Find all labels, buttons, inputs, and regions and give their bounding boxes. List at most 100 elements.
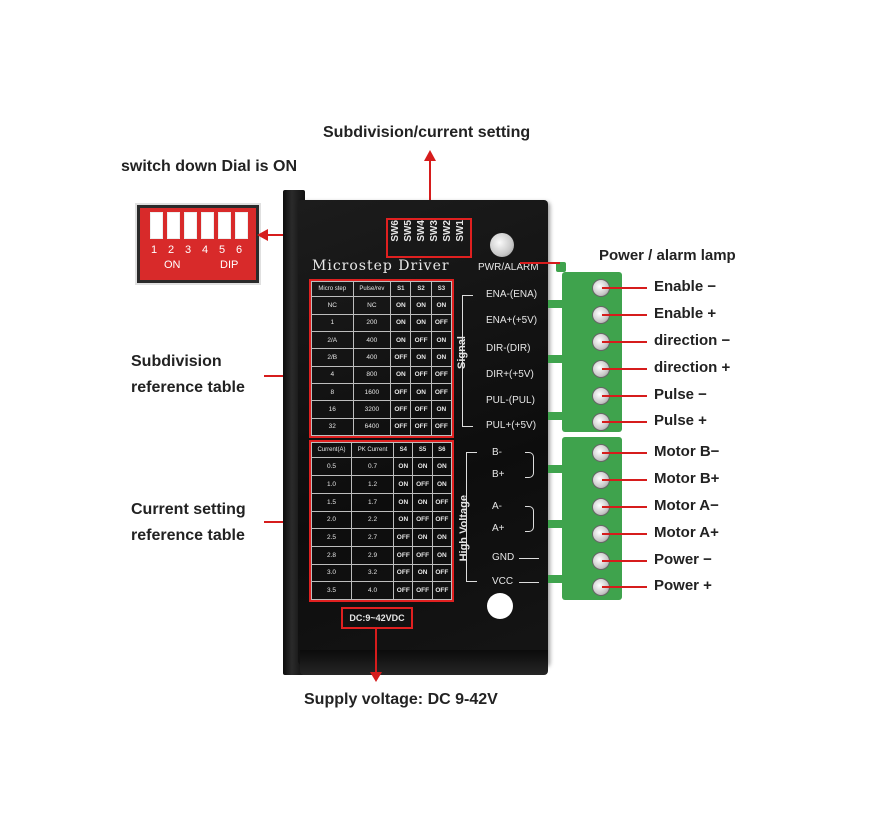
table-row: 2/B 400 OFF ON ON bbox=[311, 348, 453, 367]
voltage-badge: DC:9~42VDC bbox=[341, 607, 413, 629]
table-row: 2.0 2.2 ON OFF OFF bbox=[311, 510, 453, 530]
table-cell: ON bbox=[412, 492, 433, 512]
current-label-line1: Current setting bbox=[131, 501, 246, 518]
terminal-label-pulse-plus: Pulse + bbox=[654, 412, 707, 429]
table-row: NC NC ON ON ON bbox=[311, 296, 453, 315]
dip-key-5 bbox=[218, 212, 231, 239]
table-cell: ON bbox=[390, 365, 412, 384]
sub-header-2: S1 bbox=[390, 280, 412, 298]
terminal-label-power-minus: Power − bbox=[654, 551, 712, 568]
table-cell: 1.7 bbox=[350, 492, 395, 512]
cur-header-1: PK Current bbox=[350, 441, 395, 459]
table-row: 2/A 400 ON OFF ON bbox=[311, 330, 453, 350]
table-cell: OFF bbox=[430, 382, 453, 402]
table-row: 16 3200 OFF OFF ON bbox=[311, 400, 453, 419]
signal-bracket bbox=[462, 295, 473, 427]
table-cell: OFF bbox=[430, 417, 453, 437]
cur-header-2: S4 bbox=[393, 441, 414, 459]
dip-key-4 bbox=[201, 212, 214, 239]
table-cell: 400 bbox=[352, 330, 392, 350]
table-cell: OFF bbox=[431, 510, 453, 530]
table-row: 32 6400 OFF OFF OFF bbox=[311, 417, 453, 437]
vcc-symbol-icon bbox=[519, 582, 539, 583]
cur-header-4: S6 bbox=[431, 441, 453, 459]
power-alarm-lamp-label: Power / alarm lamp bbox=[599, 247, 736, 264]
table-cell: ON bbox=[393, 510, 414, 530]
pin-pul-minus: PUL-(PUL) bbox=[486, 395, 535, 406]
terminal-arrow bbox=[602, 506, 647, 508]
table-cell: 2.7 bbox=[350, 528, 395, 547]
supply-arrow-head bbox=[370, 672, 382, 682]
terminal-label-motor-a-plus: Motor A+ bbox=[654, 524, 719, 541]
top-arrow-head bbox=[424, 150, 436, 161]
terminal-label-pulse-minus: Pulse − bbox=[654, 386, 707, 403]
terminal-label-direction-minus: direction − bbox=[654, 332, 731, 349]
terminal-tab bbox=[548, 465, 562, 473]
switch-label-sw4: SW4 bbox=[416, 220, 427, 242]
terminal-arrow bbox=[602, 560, 647, 562]
table-cell: OFF bbox=[412, 475, 433, 494]
subdivision-current-setting-label: Subdivision/current setting bbox=[323, 124, 531, 141]
pin-ena-minus: ENA-(ENA) bbox=[486, 289, 538, 300]
terminal-label-power-plus: Power + bbox=[654, 577, 712, 594]
table-cell: ON bbox=[430, 296, 453, 315]
supply-arrow-line bbox=[375, 629, 377, 674]
table-row: 3.0 3.2 OFF ON OFF bbox=[311, 563, 453, 583]
table-row: 4 800 ON OFF OFF bbox=[311, 365, 453, 384]
table-row: 2.8 2.9 OFF OFF ON bbox=[311, 545, 453, 565]
terminal-arrow bbox=[602, 533, 647, 535]
terminal-arrow bbox=[602, 452, 647, 454]
table-cell: 4 bbox=[311, 365, 354, 384]
terminal-top-pin bbox=[556, 262, 566, 272]
table-cell: 32 bbox=[311, 417, 354, 437]
terminal-arrow bbox=[602, 421, 647, 423]
table-cell: OFF bbox=[393, 581, 414, 600]
terminal-tab bbox=[548, 575, 562, 583]
terminal-arrow bbox=[602, 586, 647, 588]
switch-label-sw5: SW5 bbox=[403, 220, 414, 242]
switch-label-sw2: SW2 bbox=[442, 220, 453, 242]
terminal-label-enable-plus: Enable + bbox=[654, 305, 717, 322]
terminal-tab bbox=[548, 520, 562, 528]
table-row: 1 200 ON ON OFF bbox=[311, 313, 453, 332]
dip-key-3 bbox=[184, 212, 197, 239]
subdivision-label-line1: Subdivision bbox=[131, 353, 222, 370]
pin-gnd: GND bbox=[492, 552, 515, 563]
pin-vcc: VCC bbox=[492, 576, 514, 587]
terminal-arrow bbox=[602, 314, 647, 316]
table-cell: OFF bbox=[430, 313, 453, 332]
pin-a-minus: A- bbox=[492, 501, 502, 512]
switch-label-sw3: SW3 bbox=[429, 220, 440, 242]
terminal-label-enable-minus: Enable − bbox=[654, 278, 717, 295]
terminal-arrow bbox=[602, 341, 647, 343]
table-cell: ON bbox=[410, 382, 432, 402]
table-cell: ON bbox=[390, 330, 412, 350]
table-cell: 3.2 bbox=[350, 563, 395, 583]
terminal-arrow bbox=[602, 395, 647, 397]
terminal-label-motor-b-minus: Motor B− bbox=[654, 443, 720, 460]
table-cell: ON bbox=[393, 475, 414, 494]
terminal-arrow bbox=[602, 368, 647, 370]
table-cell: ON bbox=[412, 528, 433, 547]
table-cell: 400 bbox=[352, 348, 392, 367]
current-table: Current(A) PK Current S4 S5 S6 0.5 0.7 O… bbox=[309, 440, 454, 602]
sub-header-4: S3 bbox=[430, 280, 453, 298]
current-reference-label: Current setting reference table bbox=[131, 497, 246, 549]
dip-on-label: ON bbox=[164, 259, 181, 271]
table-cell: ON bbox=[393, 457, 414, 477]
table-cell: 2/A bbox=[311, 330, 354, 350]
pwr-alarm-text: PWR/ALARM bbox=[478, 262, 539, 273]
power-terminal-block bbox=[562, 437, 622, 600]
table-row: 2.5 2.7 OFF ON ON bbox=[311, 528, 453, 547]
table-cell: 6400 bbox=[352, 417, 392, 437]
dip-num-3: 3 bbox=[185, 244, 192, 256]
table-cell: 2/B bbox=[311, 348, 354, 367]
sub-header-0: Micro step bbox=[311, 280, 354, 298]
gnd-symbol-icon bbox=[519, 558, 539, 559]
switch-label-sw1: SW1 bbox=[455, 220, 466, 242]
terminal-tab bbox=[548, 355, 562, 363]
subdivision-table: Micro step Pulse/rev S1 S2 S3 NC NC ON O… bbox=[309, 279, 454, 438]
table-row: 1.0 1.2 ON OFF ON bbox=[311, 475, 453, 494]
sub-header-1: Pulse/rev bbox=[352, 280, 392, 298]
table-row: 8 1600 OFF ON OFF bbox=[311, 382, 453, 402]
